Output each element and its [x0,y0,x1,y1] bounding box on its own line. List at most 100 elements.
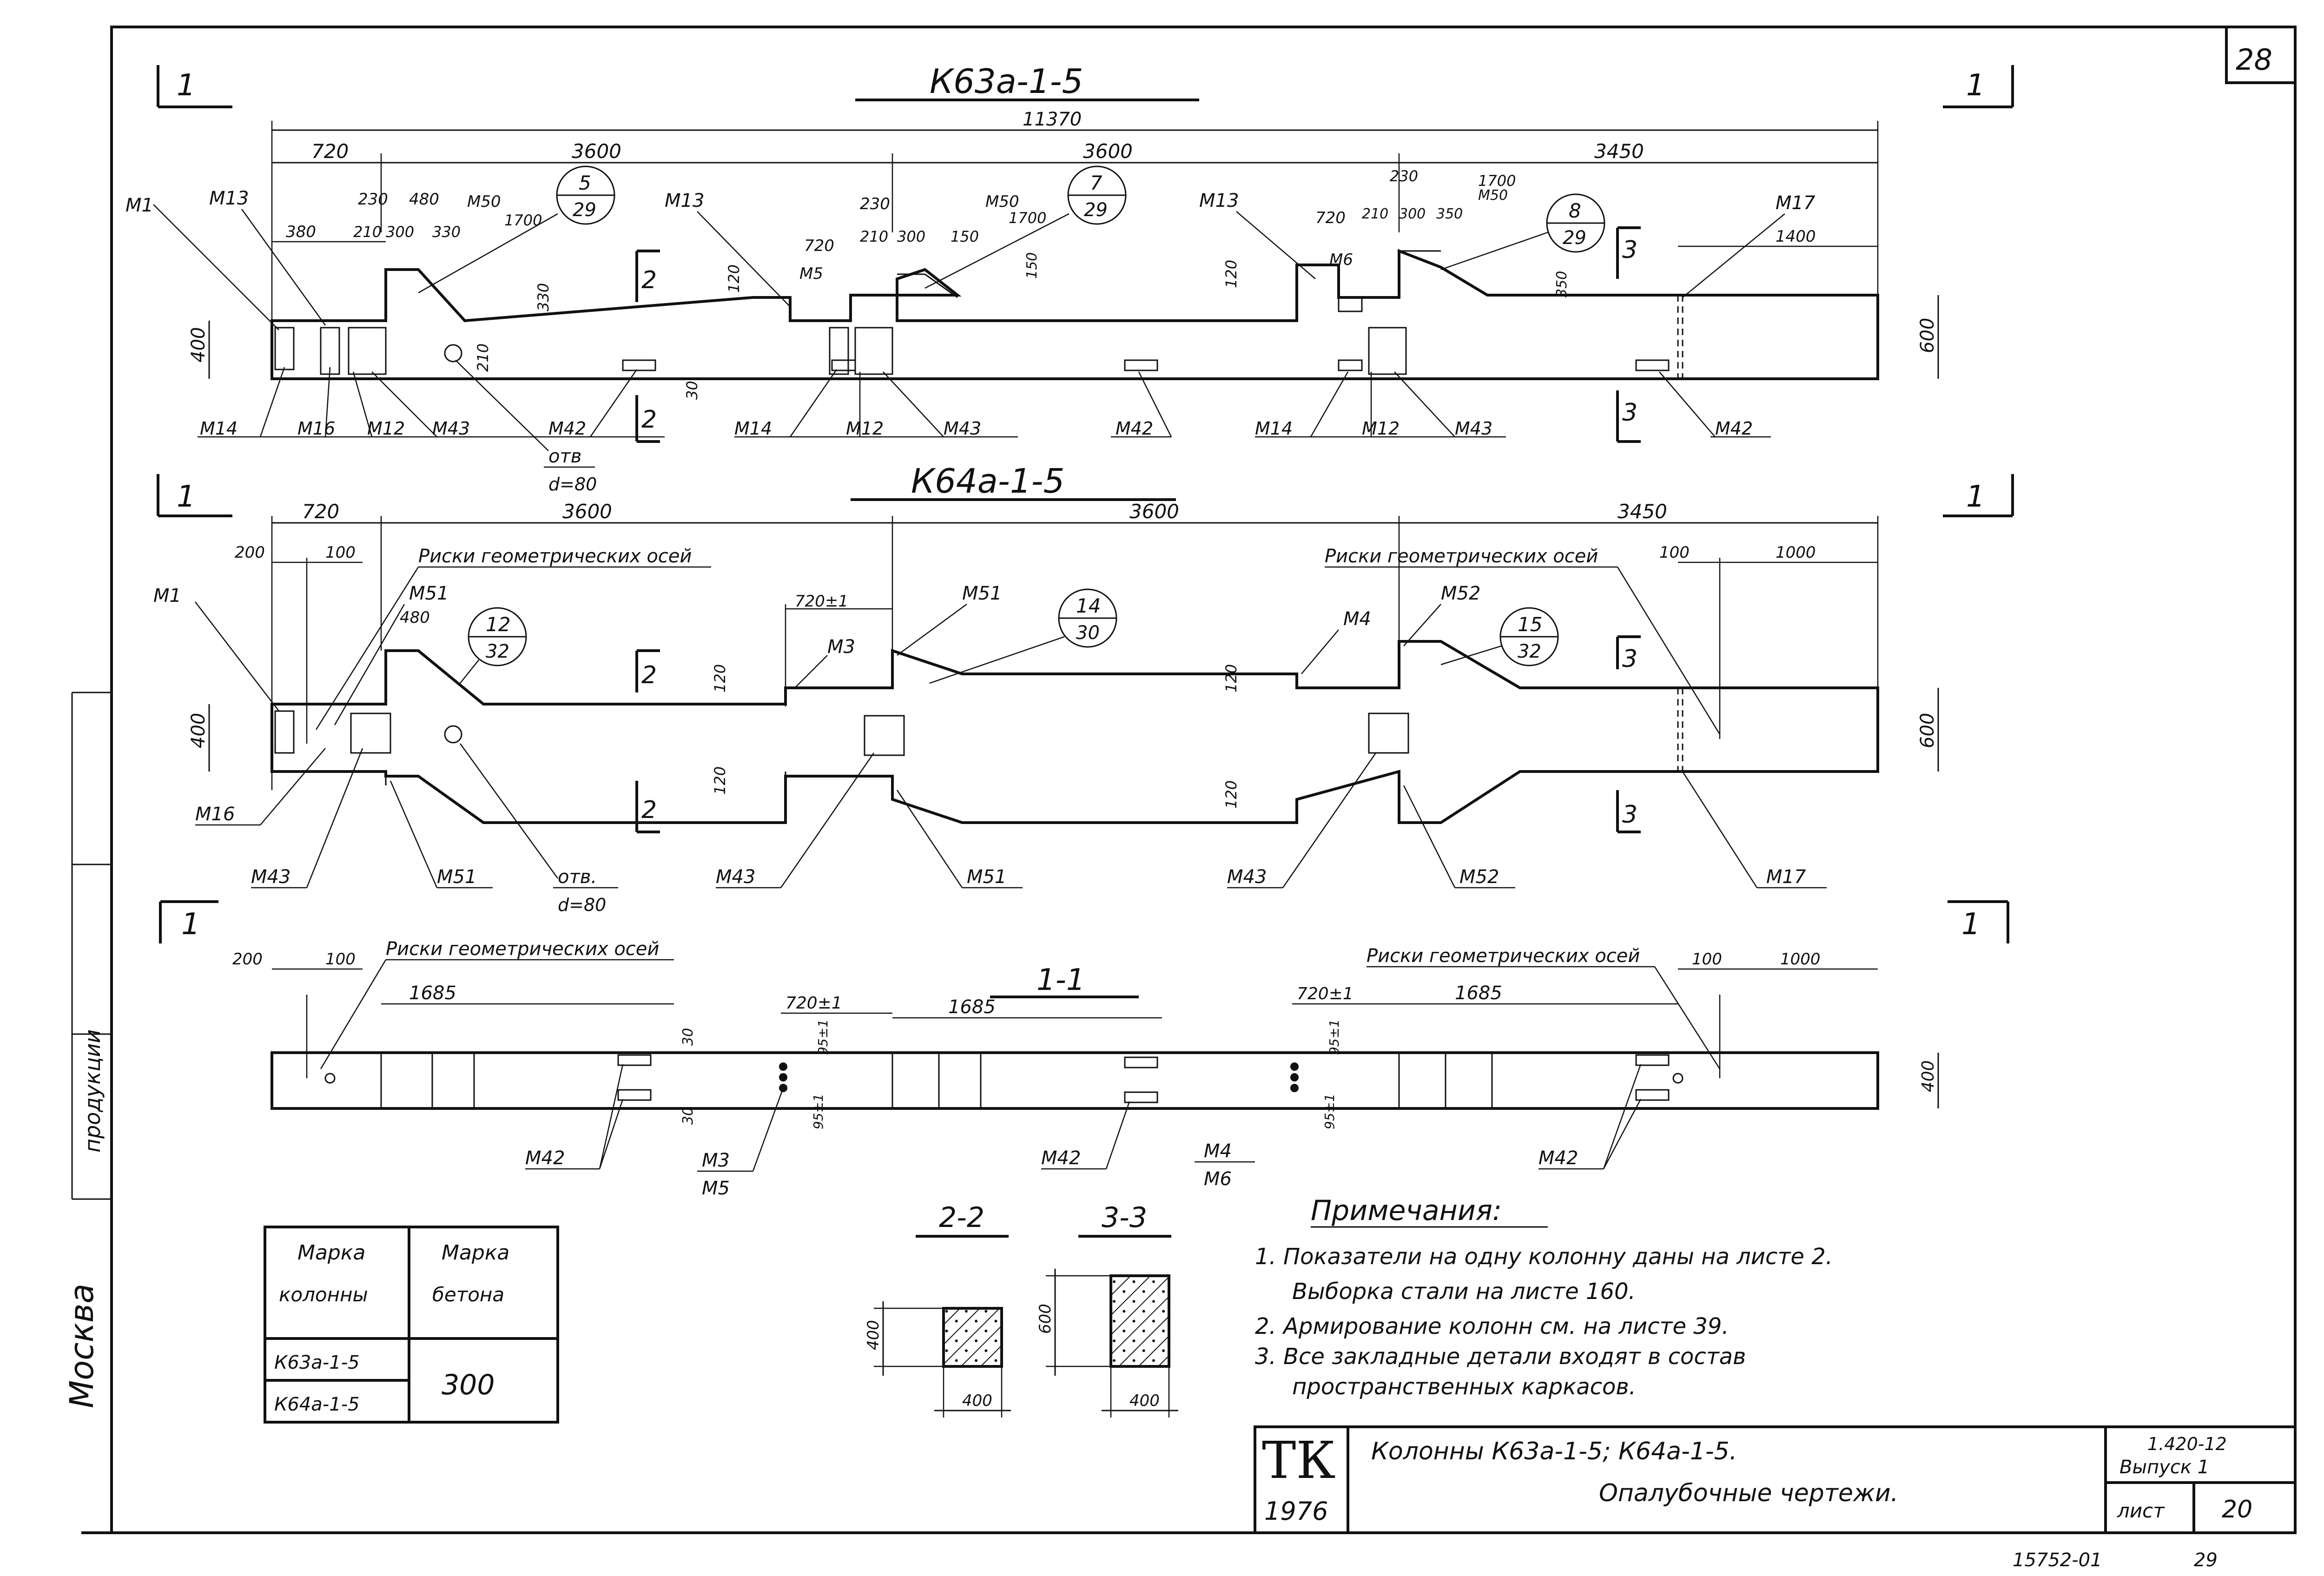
d2-mark-m43b: М43 [716,866,755,888]
d1-mb-m43b: М43 [944,418,981,439]
d1-mark-m13a: М13 [209,188,249,209]
d1-callout-8: 8 29 [1440,193,1605,270]
d3-mark-m42b: М42 [1041,1147,1081,1169]
table-h1a: Марка [297,1241,365,1265]
svg-text:32: 32 [1518,641,1541,662]
svg-text:32: 32 [486,641,509,662]
notes-l3b: пространственных каркасов. [1292,1374,1636,1400]
d1-sr-210: 210 [1362,206,1388,222]
d3-axis-note-right: Риски геометрических осей [1367,945,1640,967]
d1-column-outline [271,249,1879,380]
drawing-section-1-1: 1 1 1-1 200 100 Риски геометрических осе… [159,900,2009,1199]
table-concrete: 300 [442,1369,495,1401]
d2-dim-3450: 3450 [1618,500,1667,523]
d2-mark-m52a: М52 [1441,583,1480,604]
title-line2: Опалубочные чертежи. [1599,1479,1898,1507]
d3-dim-1000r: 1000 [1780,950,1821,969]
d2-dim-1000r: 1000 [1776,543,1816,562]
d1-sm-150: 150 [951,228,979,245]
d1-sec2-bot: 2 [641,406,657,434]
d3-dim-100: 100 [325,950,356,969]
d1-sd-480: 480 [409,190,439,209]
bottom-code: 15752-01 [2013,1550,2102,1571]
d3-mark-m5: М5 [702,1178,730,1199]
d2-mark-m1: М1 [153,585,181,607]
d1-callout-5: 5 29 [418,165,615,294]
d1-mb-m12a: М12 [367,418,405,439]
d1-mb-m16: М16 [297,418,335,439]
d1-sd-330: 330 [432,223,461,241]
sections-2-2-3-3: 2-2 3-3 400 400 600 400 [864,1201,1178,1418]
d1-sec3-top: 3 [1622,236,1637,264]
notes-l2: 2. Армирование колонн см. на листе 39. [1255,1313,1729,1339]
d1-mb-m14b: М14 [734,418,772,439]
d2-sec-mark-right: 1 [1966,480,1985,514]
d2-dim-100r: 100 [1659,543,1690,562]
d1-sr-1700: 1700 [1478,172,1516,190]
d1-mb-m43a: М43 [432,418,470,439]
d2-mark-m4: М4 [1343,608,1371,630]
d1-mark-m13c: М13 [1199,190,1239,211]
d1-sr-230: 230 [1390,167,1418,185]
d1-dim-3600a: 3600 [572,140,621,163]
d2-mark-m3: М3 [827,636,855,658]
d1-sec-mark-right: 1 [1966,68,1985,103]
d1-mark-m6: М6 [1329,251,1353,269]
d1-hole-label: отв [548,446,581,467]
d1-sec-mark-left: 1 [177,68,196,103]
d1-mb-m12c: М12 [1362,418,1400,439]
d2-h600: 600 [1917,713,1938,748]
d2-dim-100: 100 [325,543,356,562]
d2-callout-14: 14 30 [929,588,1117,684]
s33-h: 600 [1036,1304,1055,1334]
d1-sm-210: 210 [860,228,888,245]
d1-mb-m42b: М42 [1116,418,1153,439]
d1-mark-m13b: М13 [665,190,704,211]
d2-mark-m43a: М43 [251,866,290,888]
title-line1: Колонны К63а-1-5; К64а-1-5. [1371,1438,1737,1465]
d1-dim30: 30 [683,381,701,400]
d1-sm-300: 300 [897,228,925,245]
d1-sd-330v: 330 [535,283,552,311]
d3-dim-720b: 720±1 [1297,984,1353,1003]
d1-sm-720: 720 [804,237,834,255]
d3-dim95b: 95±1 [811,1094,826,1129]
d3-mark-m3: М3 [702,1150,730,1171]
sheet-label: лист [2117,1499,2165,1522]
d1-sr-350v: 350 [1554,271,1570,297]
d2-dim120c: 120 [1222,664,1240,692]
d3-dim-1685b: 1685 [948,996,996,1018]
s22-h: 400 [864,1320,883,1350]
d2-h400: 400 [188,713,209,748]
table-row2: К64а-1-5 [274,1394,360,1415]
svg-text:15: 15 [1518,613,1542,636]
d1-mb-m42c: М42 [1715,418,1753,439]
d3-mark-m4: М4 [1204,1141,1232,1162]
left-margin-city: Москва [63,1284,101,1408]
d1-mb-m43c: М43 [1455,418,1492,439]
d1-sr-350: 350 [1436,206,1463,222]
d3-axis-note-left: Риски геометрических осей [386,938,659,960]
d1-sec2-top: 2 [641,266,657,294]
d3-column-outline [271,1051,1879,1110]
notes: Примечания: 1. Показатели на одну колонн… [1255,1194,1833,1400]
d2-dim-720: 720 [302,500,339,523]
drawing-k63a: К63а-1-5 1 1 11370 720 3600 3600 3450 [125,62,2014,495]
svg-text:7: 7 [1090,171,1103,194]
d2-callout-12: 12 32 [460,607,527,684]
d3-sec-mark-right: 1 [1961,907,1981,942]
d1-sm-230: 230 [860,195,890,213]
d3-mark-m42a: М42 [525,1147,565,1169]
d3-dim-100r: 100 [1692,950,1722,969]
notes-l1: 1. Показатели на одну колонну даны на ли… [1255,1244,1833,1270]
d2-hole-d: d=80 [558,895,606,915]
d1-sm-1700: 1700 [1009,209,1046,227]
d2-sec2-bot: 2 [641,796,657,824]
svg-text:29: 29 [573,199,596,221]
s22-title: 2-2 [939,1201,984,1234]
notes-l1b: Выборка стали на листе 160. [1292,1279,1636,1305]
drawing1-title: К63а-1-5 [930,62,1083,101]
sheet-number: 20 [2222,1496,2252,1523]
d1-sd-380: 380 [286,223,316,241]
